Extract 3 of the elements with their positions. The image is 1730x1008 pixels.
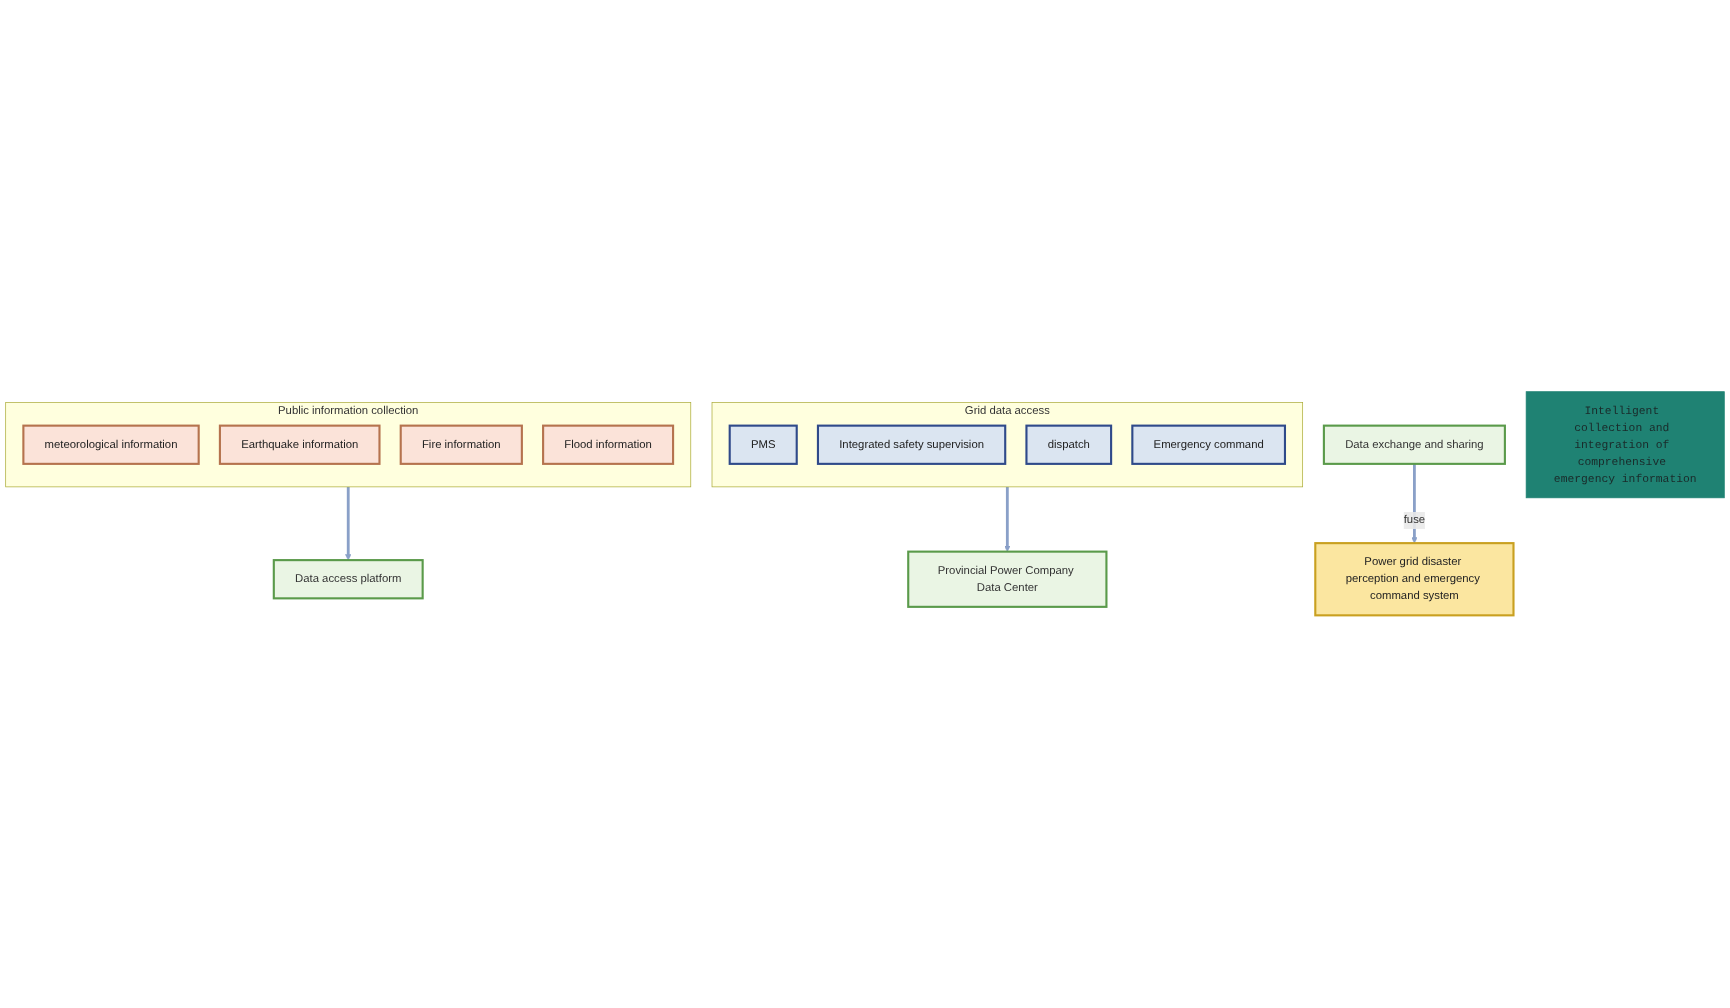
arrow — [345, 487, 352, 561]
arrow — [1004, 487, 1011, 553]
arrow — [1411, 464, 1418, 544]
